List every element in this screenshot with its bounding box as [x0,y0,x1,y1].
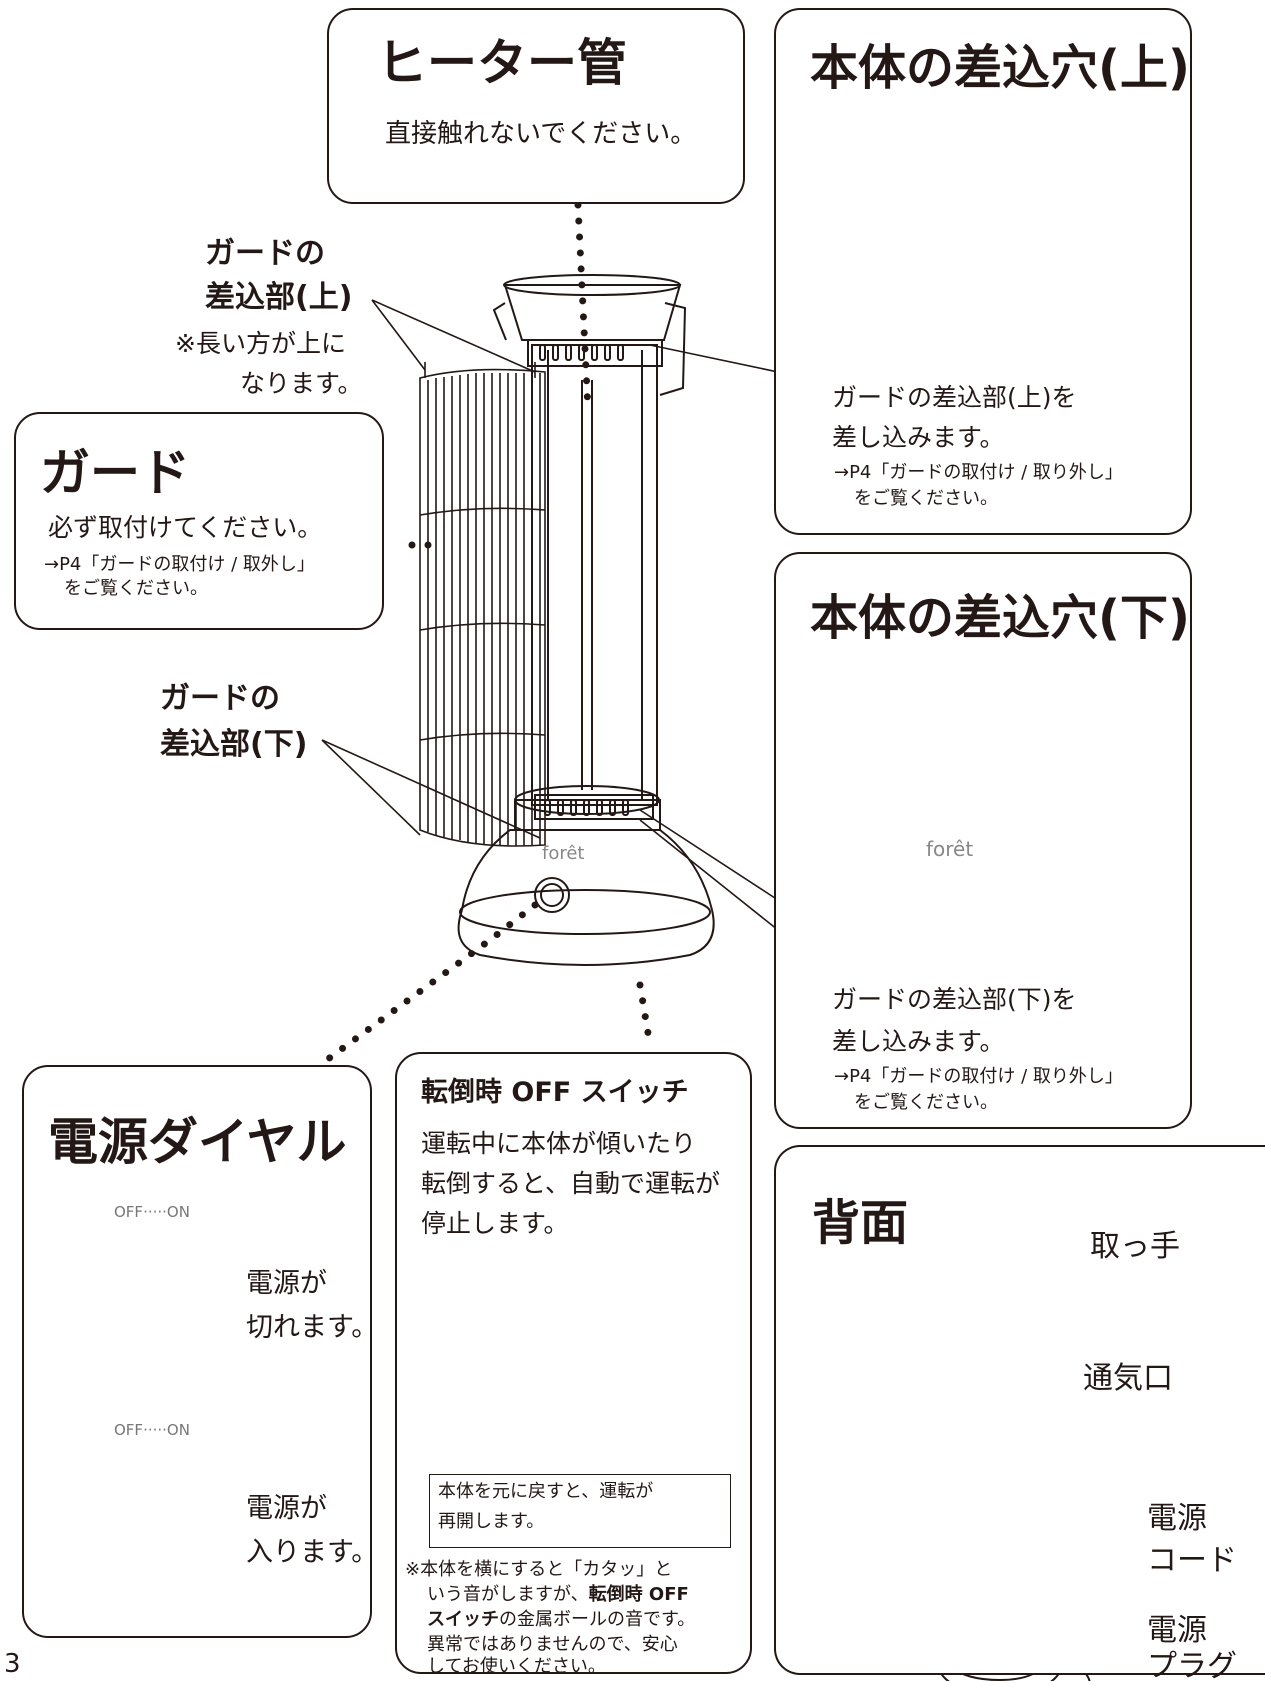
tip-switch-note-2: いう音がしますが、転倒時 OFF [427,1584,689,1607]
back-view-callout: 背面 [774,1145,1265,1675]
guard-insert-upper-label-1: ガードの [205,236,325,271]
tip-switch-desc-3: 停止します。 [421,1209,569,1238]
guard-insert-lower-label-1: ガードの [160,681,280,716]
dotted-leaders [316,201,654,1069]
guard-title: ガード [40,444,190,502]
tip-switch-desc-1: 運転中に本体が傾いたり [421,1129,697,1158]
back-plug-label-2: プラグ [1147,1649,1237,1684]
back-plug-label-1: 電源 [1147,1613,1207,1648]
heater-tube-callout: ヒーター管 直接触れないでください。 [327,8,745,204]
guard-insert-lower-label-2: 差込部(下) [160,727,308,762]
guard-ref-2: をご覧ください。 [64,578,208,599]
power-dial-callout: 電源ダイヤル OFF·····ON 電源が 切れます。 OFF·····ON 電… [22,1065,378,1638]
socket-upper-title: 本体の差込穴(上) [810,40,1190,96]
page-number: 3 [4,1649,21,1679]
dial-scale-on-state: OFF·····ON [114,1421,190,1439]
tip-switch-desc-2: 転倒すると、自動で運転が [421,1169,721,1198]
heater-tube-title: ヒーター管 [377,34,627,92]
guard-note: 必ず取付けてください。 [48,513,323,542]
power-on-text-1: 電源が [246,1493,327,1524]
socket-lower-callout: 本体の差込穴(下) forêt ガードの差込部(下)を 差し込みます。 →P4「… [774,552,1192,1129]
back-cord-label-2: コード [1147,1543,1237,1578]
socket-upper-ref-2: をご覧ください。 [854,488,998,509]
guard-insert-upper-note-2: なります。 [240,369,363,398]
tip-switch-note-1: ※本体を横にすると「カタッ」と [405,1559,673,1580]
socket-upper-ref-1: →P4「ガードの取付け / 取り外し」 [834,462,1123,483]
tip-switch-note-4: 異常ではありませんので、安心 [427,1634,678,1655]
guard-callout: ガード 必ず取付けてください。 →P4「ガードの取付け / 取外し」 をご覧くだ… [14,412,384,630]
tip-switch-resume-2: 再開します。 [438,1511,545,1532]
power-dial-title: 電源ダイヤル [48,1113,347,1171]
tip-switch-resume-box: 本体を元に戻すと、運転が 再開します。 [429,1474,731,1548]
tip-switch-callout: 転倒時 OFF スイッチ 運転中に本体が傾いたり 転倒すると、自動で運転が 停止… [395,1052,752,1677]
socket-upper-text-2: 差し込みます。 [832,423,1005,452]
socket-lower-text-1: ガードの差込部(下)を [832,985,1077,1014]
socket-lower-title: 本体の差込穴(下) [810,590,1190,646]
back-handle-label: 取っ手 [1090,1229,1180,1264]
heater-illustration [457,274,715,966]
guard-illustration [419,362,546,847]
tip-switch-note-bold-a: 転倒時 OFF [588,1584,689,1605]
guard-ref-1: →P4「ガードの取付け / 取外し」 [44,554,315,575]
tip-switch-title: 転倒時 OFF スイッチ [421,1077,689,1108]
tip-switch-note-2-plain: いう音がしますが、 [427,1584,589,1605]
socket-lower-ref-1: →P4「ガードの取付け / 取り外し」 [834,1066,1123,1087]
dial-scale-off-state: OFF·····ON [114,1203,190,1221]
back-cord-label-1: 電源 [1147,1501,1207,1536]
socket-lower-brand-logo: forêt [926,837,974,861]
heater-brand-logo: forêt [542,843,585,864]
power-off-text-1: 電源が [246,1268,327,1299]
socket-upper-text-1: ガードの差込部(上)を [832,383,1077,412]
socket-lower-text-2: 差し込みます。 [832,1027,1005,1056]
back-vent-label: 通気口 [1083,1361,1173,1396]
socket-lower-ref-2: をご覧ください。 [854,1092,998,1113]
power-off-text-2: 切れます。 [246,1312,379,1343]
socket-upper-callout: 本体の差込穴(上) ガードの差込部(上)を 差し込みます。 →P4「ガードの取付… [774,8,1192,535]
guard-insert-upper-label-2: 差込部(上) [205,280,353,315]
heater-tube-note: 直接触れないでください。 [385,119,697,149]
guard-insert-upper-note-1: ※長い方が上に [175,329,346,358]
tip-switch-note-5: してお使いください。 [427,1656,606,1677]
power-on-text-2: 入ります。 [246,1537,379,1568]
tip-switch-note-3-plain: の金属ボールの音です。 [499,1609,696,1630]
tip-switch-note-3: スイッチの金属ボールの音です。 [427,1609,695,1632]
tip-switch-note-bold-b: スイッチ [427,1609,499,1630]
tip-switch-resume-1: 本体を元に戻すと、運転が [438,1481,654,1502]
back-view-title: 背面 [812,1195,909,1251]
